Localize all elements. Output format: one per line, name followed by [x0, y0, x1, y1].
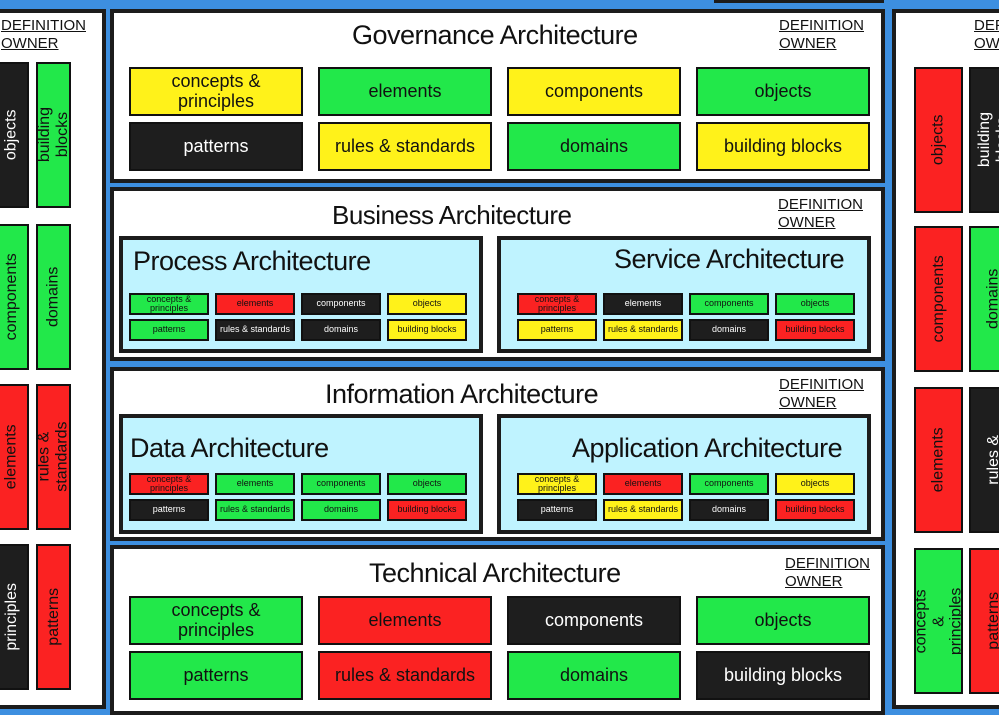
application-tile-patterns[interactable]: patterns [517, 499, 597, 521]
governance-tile-components[interactable]: components [507, 67, 681, 116]
governance-tile-elements[interactable]: elements [318, 67, 492, 116]
business-title: Business Architecture [332, 200, 572, 230]
data-tile-patterns[interactable]: patterns [129, 499, 209, 521]
service-tile-domains[interactable]: domains [689, 319, 769, 341]
governance-tile-objects[interactable]: objects [696, 67, 870, 116]
governance-tile-building-blocks[interactable]: building blocks [696, 122, 870, 171]
data-tile-components[interactable]: components [301, 473, 381, 495]
information-title: Information Architecture [325, 379, 599, 409]
governance-title: Governance Architecture [352, 20, 638, 50]
top-edge-bar [714, 0, 884, 3]
left-column-tile-objects[interactable]: objects [0, 62, 29, 208]
application-tile-rules-and-standards[interactable]: rules & standards [603, 499, 683, 521]
technical-title: Technical Architecture [369, 558, 621, 588]
service-tile-rules-and-standards[interactable]: rules & standards [603, 319, 683, 341]
governance-tile-concepts-and-principles[interactable]: concepts & principles [129, 67, 303, 116]
service-tile-elements[interactable]: elements [603, 293, 683, 315]
application-tile-objects[interactable]: objects [775, 473, 855, 495]
service-architecture-title: Service Architecture [614, 244, 845, 274]
governance-tile-domains[interactable]: domains [507, 122, 681, 171]
left-column-tile-rules-and-standards[interactable]: rules & standards [36, 384, 71, 530]
right-column-tile-elements[interactable]: elements [914, 387, 963, 533]
service-tile-objects[interactable]: objects [775, 293, 855, 315]
right-column-tile-domains[interactable]: domains [969, 226, 999, 372]
data-tile-concepts-and-principles[interactable]: concepts & principles [129, 473, 209, 495]
service-tile-components[interactable]: components [689, 293, 769, 315]
right-column-tile-concepts-and-principles[interactable]: concepts & principles [914, 548, 963, 694]
left-column-tile-domains[interactable]: domains [36, 224, 71, 370]
application-tile-elements[interactable]: elements [603, 473, 683, 495]
data-tile-elements[interactable]: elements [215, 473, 295, 495]
process-tile-domains[interactable]: domains [301, 319, 381, 341]
right-definition-owner[interactable]: DEFI OWN [974, 17, 999, 52]
process-tile-elements[interactable]: elements [215, 293, 295, 315]
application-tile-components[interactable]: components [689, 473, 769, 495]
application-architecture-title: Application Architecture [572, 433, 843, 463]
left-column-tile-elements[interactable]: elements [0, 384, 29, 530]
data-tile-objects[interactable]: objects [387, 473, 467, 495]
business-definition-owner[interactable]: DEFINITION OWNER [778, 196, 863, 231]
technical-tile-domains[interactable]: domains [507, 651, 681, 700]
left-definition-owner[interactable]: DEFINITION OWNER [1, 17, 86, 52]
technical-tile-concepts-and-principles[interactable]: concepts & principles [129, 596, 303, 645]
process-architecture-title: Process Architecture [133, 246, 371, 276]
technical-tile-building-blocks[interactable]: building blocks [696, 651, 870, 700]
process-tile-rules-and-standards[interactable]: rules & standards [215, 319, 295, 341]
technical-tile-patterns[interactable]: patterns [129, 651, 303, 700]
service-tile-patterns[interactable]: patterns [517, 319, 597, 341]
process-tile-patterns[interactable]: patterns [129, 319, 209, 341]
right-column-tile-patterns[interactable]: patterns [969, 548, 999, 694]
right-column-tile-objects[interactable]: objects [914, 67, 963, 213]
data-tile-domains[interactable]: domains [301, 499, 381, 521]
left-column-tile-components[interactable]: components [0, 224, 29, 370]
right-column-tile-building-blocks[interactable]: building blocks [969, 67, 999, 213]
left-column-tile-principles[interactable]: principles [0, 544, 29, 690]
service-tile-building-blocks[interactable]: building blocks [775, 319, 855, 341]
right-column-tile-components[interactable]: components [914, 226, 963, 372]
governance-tile-rules-and-standards[interactable]: rules & standards [318, 122, 492, 171]
left-column-tile-building-blocks[interactable]: building blocks [36, 62, 71, 208]
application-tile-domains[interactable]: domains [689, 499, 769, 521]
technical-tile-components[interactable]: components [507, 596, 681, 645]
process-tile-components[interactable]: components [301, 293, 381, 315]
technical-tile-rules-and-standards[interactable]: rules & standards [318, 651, 492, 700]
technical-definition-owner[interactable]: DEFINITION OWNER [785, 555, 870, 590]
information-definition-owner[interactable]: DEFINITION OWNER [779, 376, 864, 411]
governance-definition-owner[interactable]: DEFINITION OWNER [779, 17, 864, 52]
process-tile-objects[interactable]: objects [387, 293, 467, 315]
service-tile-concepts-and-principles[interactable]: concepts & principles [517, 293, 597, 315]
data-architecture-title: Data Architecture [130, 433, 329, 463]
data-tile-rules-and-standards[interactable]: rules & standards [215, 499, 295, 521]
process-tile-building-blocks[interactable]: building blocks [387, 319, 467, 341]
application-tile-building-blocks[interactable]: building blocks [775, 499, 855, 521]
technical-tile-objects[interactable]: objects [696, 596, 870, 645]
process-tile-concepts-and-principles[interactable]: concepts & principles [129, 293, 209, 315]
application-tile-concepts-and-principles[interactable]: concepts & principles [517, 473, 597, 495]
data-tile-building-blocks[interactable]: building blocks [387, 499, 467, 521]
left-column-tile-patterns[interactable]: patterns [36, 544, 71, 690]
governance-tile-patterns[interactable]: patterns [129, 122, 303, 171]
technical-tile-elements[interactable]: elements [318, 596, 492, 645]
right-column-tile-rules-and[interactable]: rules & [969, 387, 999, 533]
